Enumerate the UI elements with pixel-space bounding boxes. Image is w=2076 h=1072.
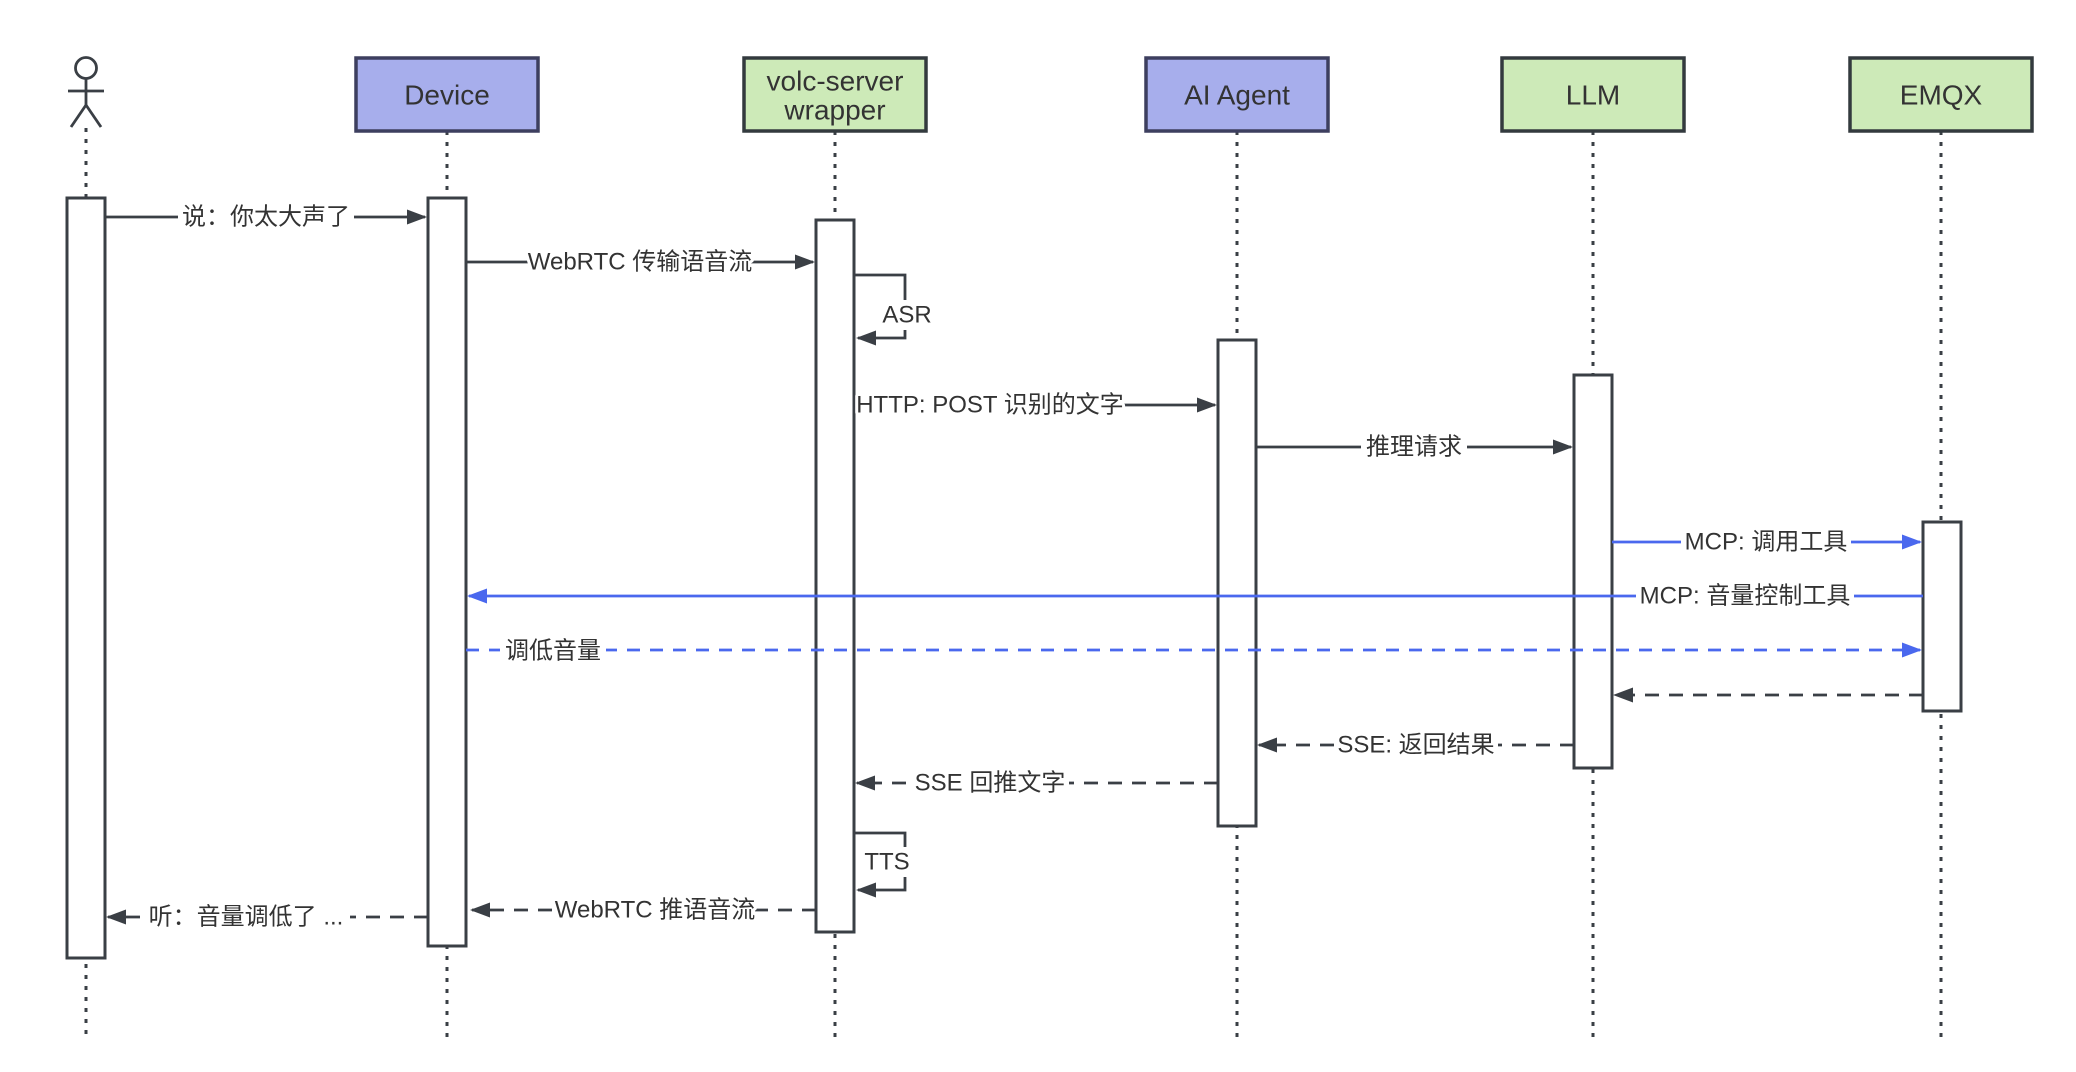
participant-label-volc-server-line2: wrapper — [783, 95, 885, 126]
message-label: TTS — [864, 849, 909, 876]
message-label: MCP: 调用工具 — [1685, 529, 1848, 556]
message-label: 听：音量调低了 ... — [149, 904, 344, 931]
message-inference-request: 推理请求 — [1256, 431, 1573, 464]
actor-leg-left — [69, 104, 88, 128]
message-label-bg — [1334, 730, 1498, 760]
message-asr-self-loop: ASR — [854, 273, 935, 346]
participant-llm: LLM — [1500, 56, 1686, 133]
message-hear-volume-lowered: 听：音量调低了 ... — [106, 901, 428, 934]
message-label-bg — [1636, 581, 1854, 611]
message-say-too-loud: 说：你太大声了 — [105, 201, 427, 234]
actor-leg-right — [84, 104, 103, 128]
message-mcp-volume-control-tool: MCP: 音量控制工具 — [467, 580, 1923, 613]
message-label-bg — [529, 247, 751, 277]
participant-label-emqx: EMQX — [1900, 80, 1983, 111]
activation-llm — [1572, 373, 1614, 770]
message-label-bg — [861, 390, 1119, 420]
participant-volc-server-wrapper: volc-server wrapper — [742, 56, 928, 133]
message-tts-self-loop: TTS — [854, 831, 914, 898]
participant-label-volc-server-line1: volc-server — [767, 66, 904, 97]
message-label-bg — [1361, 432, 1467, 462]
participant-label-llm: LLM — [1566, 80, 1620, 111]
message-label: SSE 回推文字 — [915, 770, 1066, 797]
message-webrtc-push-voice: WebRTC 推语音流 — [470, 894, 816, 927]
message-webrtc-voice-stream: WebRTC 传输语音流 — [466, 246, 815, 279]
participant-box-device — [354, 56, 540, 133]
message-label-bg — [500, 636, 606, 666]
participant-device: Device — [354, 56, 540, 133]
activation-emqx — [1921, 520, 1963, 713]
participant-box-ai-agent — [1144, 56, 1330, 133]
message-label-bg — [860, 847, 914, 877]
message-label: 推理请求 — [1366, 434, 1462, 461]
message-sse-push-text: SSE 回推文字 — [855, 767, 1218, 800]
activation-user — [65, 196, 107, 960]
message-label: 调低音量 — [505, 638, 601, 665]
message-lower-volume: 调低音量 — [466, 635, 1922, 668]
message-label: HTTP: POST 识别的文字 — [856, 392, 1124, 419]
message-label-bg — [555, 895, 755, 925]
participant-box-emqx — [1848, 56, 2034, 133]
message-label: WebRTC 推语音流 — [555, 897, 755, 924]
participant-box-volc-server-wrapper — [742, 56, 928, 133]
message-sse-return-result: SSE: 返回结果 — [1257, 729, 1574, 762]
message-label: MCP: 音量控制工具 — [1640, 583, 1851, 610]
message-label: WebRTC 传输语音流 — [528, 249, 752, 276]
participant-ai-agent: AI Agent — [1144, 56, 1330, 133]
message-label-bg — [911, 768, 1069, 798]
message-mcp-call-tool: MCP: 调用工具 — [1612, 526, 1922, 559]
message-label-bg — [879, 300, 935, 330]
participant-user — [68, 56, 104, 128]
activation-ai-agent — [1216, 338, 1258, 828]
message-label-bg — [178, 202, 354, 232]
participant-label-device: Device — [404, 80, 490, 111]
activation-volc-server-wrapper — [814, 218, 856, 934]
participant-emqx: EMQX — [1848, 56, 2034, 133]
participant-box-llm — [1500, 56, 1686, 133]
message-label: SSE: 返回结果 — [1337, 732, 1494, 759]
message-label-bg — [1681, 527, 1851, 557]
message-label: 说：你太大声了 — [182, 204, 350, 231]
message-label: ASR — [882, 302, 931, 329]
participant-label-ai-agent: AI Agent — [1184, 80, 1290, 111]
activation-device — [426, 196, 468, 948]
message-label-bg — [142, 902, 350, 932]
message-http-post-text: HTTP: POST 识别的文字 — [853, 389, 1217, 422]
actor-icon — [74, 56, 98, 80]
